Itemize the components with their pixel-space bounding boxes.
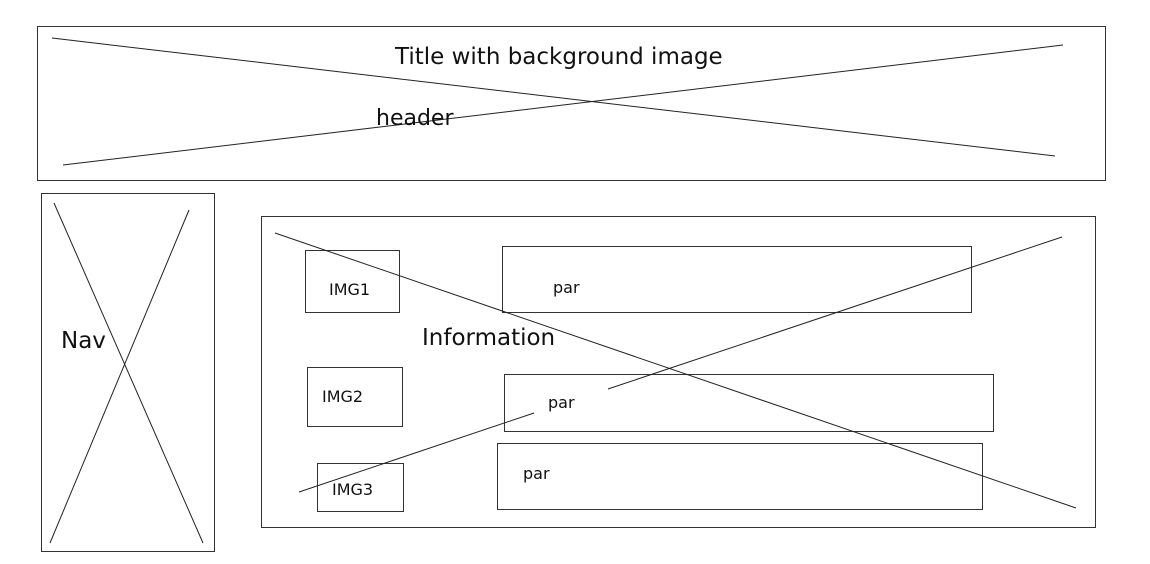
paragraph-placeholder-3 — [497, 443, 983, 510]
paragraph-placeholder-2 — [504, 374, 994, 432]
header-box — [37, 26, 1106, 181]
paragraph-label-1: par — [553, 278, 580, 297]
nav-label: Nav — [61, 328, 106, 354]
content-box — [261, 216, 1096, 528]
header-label: header — [376, 106, 454, 131]
paragraph-label-3: par — [523, 464, 550, 483]
paragraph-label-2: par — [548, 393, 575, 412]
image-label-1: IMG1 — [329, 280, 371, 299]
content-label: Information — [422, 325, 556, 351]
nav-box — [41, 193, 215, 552]
header-title: Title with background image — [395, 44, 723, 70]
image-label-3: IMG3 — [332, 480, 374, 499]
image-label-2: IMG2 — [322, 387, 364, 406]
